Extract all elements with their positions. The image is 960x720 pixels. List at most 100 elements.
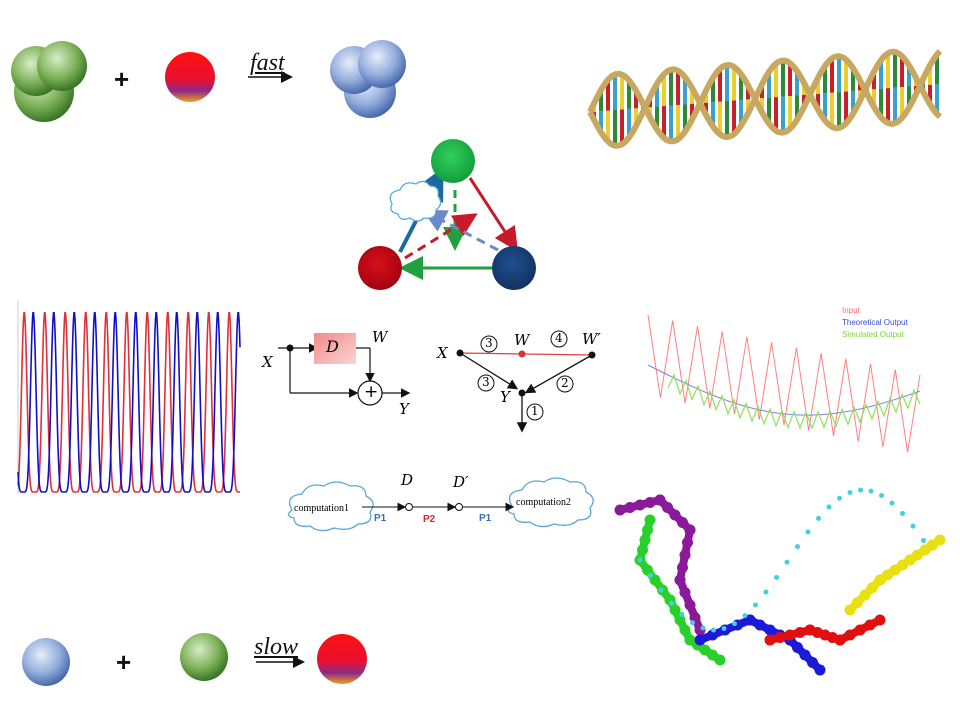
oscillation-blue-series: [17, 312, 241, 493]
base-atom: [805, 529, 811, 535]
atom-sphere: [662, 502, 673, 513]
atom-sphere: [639, 534, 651, 546]
atom-sphere: [677, 517, 688, 528]
base-atom: [648, 572, 653, 578]
graph-node-w: [518, 350, 526, 358]
base-atom: [700, 625, 706, 631]
atom-sphere: [654, 494, 666, 506]
block-diagram: [278, 333, 411, 406]
atom-sphere: [854, 624, 866, 636]
blue-molecule: [358, 40, 406, 88]
base-atom: [763, 589, 769, 595]
atom-sphere: [764, 634, 776, 646]
base-atom: [784, 559, 790, 565]
reaction-top: [11, 40, 406, 122]
red-molecule: [165, 52, 215, 102]
graph-node-x-label: X: [437, 344, 448, 362]
base-atom: [826, 504, 832, 510]
edge-label: 4: [555, 331, 563, 345]
edge-label-circle: [556, 375, 574, 393]
legend-input: Input: [842, 306, 860, 315]
oscillation-plot: [17, 300, 241, 494]
atom-sphere: [707, 629, 718, 641]
atom-sphere: [649, 574, 661, 586]
base-atom: [795, 544, 800, 550]
edge-label: 3: [485, 336, 493, 350]
atom-sphere: [634, 499, 646, 511]
block-output-label: Y: [399, 400, 409, 418]
atom-sphere: [859, 589, 871, 601]
base-atom: [742, 613, 748, 619]
atom-sphere: [679, 587, 691, 598]
atom-sphere: [624, 502, 636, 513]
green-molecule: [37, 41, 87, 91]
atom-sphere: [744, 614, 756, 626]
green-node: [431, 139, 475, 183]
base-atom: [669, 600, 674, 606]
atom-sphere: [764, 624, 776, 636]
feedback-label: W: [372, 328, 388, 346]
reaction-bottom-plus: +: [116, 647, 132, 677]
base-atom: [847, 489, 853, 495]
atom-sphere: [864, 619, 876, 631]
atom-sphere: [674, 614, 686, 626]
atom-sphere: [774, 632, 786, 643]
reaction-top-rate: fast: [250, 50, 285, 76]
atom-sphere: [682, 537, 693, 548]
waveform-legend: Input Theoretical Output Simulated Outpu…: [842, 305, 908, 341]
cloud-icon: [389, 180, 442, 222]
dashed-red-edge: [404, 213, 478, 260]
delay-node: [455, 503, 463, 511]
atom-sphere: [674, 574, 686, 586]
helix-backbone: [587, 49, 943, 145]
input-series: [647, 314, 921, 453]
base-atom: [921, 537, 926, 543]
graph-edge: [524, 354, 593, 394]
graph-node-x: [456, 349, 464, 357]
base-atom: [910, 523, 916, 529]
atom-sphere: [844, 629, 856, 641]
block-input-label: X: [262, 353, 273, 371]
atom-sphere: [807, 657, 818, 668]
red-molecule: [317, 634, 367, 684]
base-atom: [816, 515, 821, 521]
phase-label-p1: P1: [374, 513, 387, 524]
dna-strand: [616, 496, 704, 634]
adder-symbol: +: [364, 382, 379, 402]
base-atom: [679, 611, 685, 617]
base-atom: [637, 557, 643, 563]
pipeline-diagram: [287, 477, 594, 532]
reaction-top-plus: +: [114, 64, 130, 94]
cloud-icon: [507, 477, 594, 528]
base-atom: [721, 626, 727, 632]
atom-sphere: [677, 562, 688, 573]
graph-edge: [459, 352, 593, 356]
graph-node-w-prime-label: W′: [582, 330, 601, 348]
edge-green-blue: [468, 177, 518, 252]
atom-sphere: [754, 619, 766, 631]
edge-label: 3: [482, 375, 490, 389]
atom-sphere: [644, 514, 656, 526]
base-atom: [774, 575, 779, 581]
legend-theoretical: Theoretical Output: [842, 318, 908, 327]
edge-label-circle: [550, 330, 568, 348]
atom-sphere: [799, 649, 811, 661]
atom-sphere: [642, 564, 653, 576]
base-atom: [732, 621, 737, 627]
atom-sphere: [644, 497, 656, 508]
atom-sphere: [874, 614, 886, 626]
dashed-blue-edge: [422, 209, 499, 252]
blue-node: [492, 246, 536, 290]
phase-label-p2: P2: [423, 514, 436, 525]
cloud-icon: [287, 481, 374, 532]
computation-end-label: computation2: [516, 497, 571, 508]
delay-label-d-prime: D′: [453, 473, 469, 491]
graph-diagram: [456, 330, 596, 433]
atom-sphere: [684, 524, 696, 536]
green-molecule: [180, 633, 228, 681]
dna-helix-image: [587, 48, 943, 149]
base-atom: [868, 488, 874, 494]
base-atom: [658, 587, 664, 593]
edge-label: 1: [531, 404, 539, 418]
